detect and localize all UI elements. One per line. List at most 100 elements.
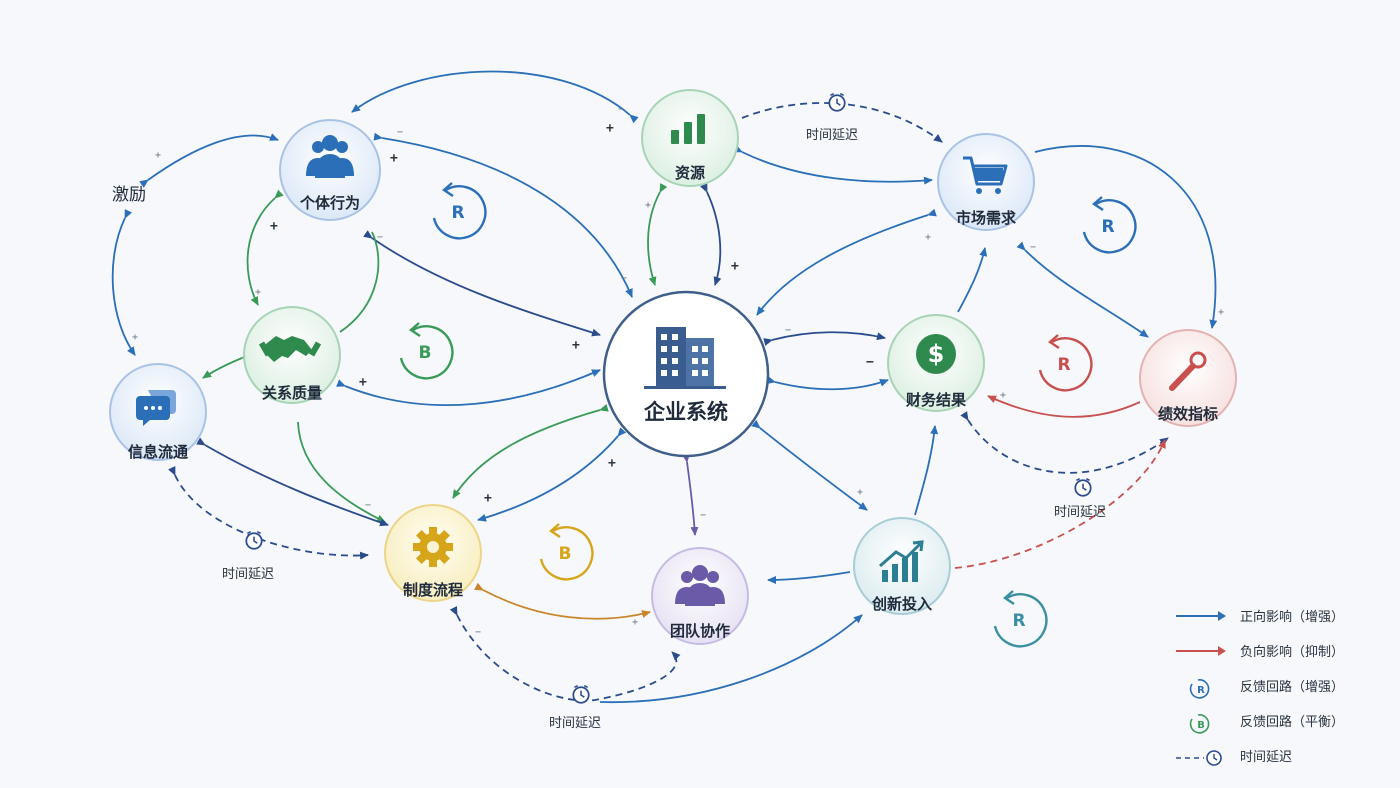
node-center[interactable]: 企业系统 (602, 290, 770, 458)
edge-information-institution-delay (168, 466, 369, 560)
svg-text:+: + (1218, 307, 1224, 318)
dashed-clock-icon (1172, 746, 1232, 766)
svg-text:−: − (700, 510, 706, 521)
edge-individual-center-2 (363, 230, 601, 337)
svg-text:+: + (132, 332, 138, 343)
svg-text:+: + (270, 219, 278, 234)
node-innovation-label: 创新投入 (871, 595, 932, 613)
clock-icon (572, 684, 590, 704)
node-market-demand[interactable]: 市场需求 (937, 133, 1035, 231)
tool-icon (1169, 351, 1207, 391)
svg-text:R: R (1012, 611, 1025, 631)
svg-text:−: − (866, 355, 874, 370)
legend-reinforcing: R 反馈回路（增强） (1172, 668, 1372, 703)
svg-text:−: − (785, 325, 791, 336)
edge-incentive-individual (139, 133, 279, 188)
legend: 正向影响（增强） 负向影响（抑制） R 反馈回路（增强） B 反馈回路（平衡） … (1172, 598, 1372, 773)
node-institution-label: 制度流程 (403, 581, 463, 599)
feedback-loops: R R R R B B (399, 182, 1137, 648)
edge-relation-individual (339, 231, 380, 333)
legend-balancing: B 反馈回路（平衡） (1172, 703, 1372, 738)
dollar-icon: $ (916, 334, 956, 374)
edge-finance-performance-delay (960, 411, 1169, 474)
svg-text:−: − (1030, 242, 1036, 253)
node-financial-results[interactable]: $ 财务结果 (887, 314, 985, 412)
svg-text:$: $ (928, 340, 945, 368)
svg-text:−: − (377, 232, 383, 243)
svg-text:R: R (1101, 217, 1114, 237)
delay-label-bottom: 时间延迟 (549, 716, 601, 731)
node-performance-label: 绩效指标 (1158, 405, 1218, 423)
edge-center-finance-b (766, 376, 889, 391)
node-center-label: 企业系统 (643, 400, 728, 424)
svg-text:B: B (559, 544, 572, 564)
edge-individual-center (373, 132, 633, 298)
svg-text:+: + (608, 456, 616, 471)
node-performance-indicators[interactable]: 绩效指标 (1139, 329, 1237, 427)
edge-institution-team-delay (449, 606, 681, 702)
team-icon (675, 565, 725, 606)
edge-relation-information (202, 351, 251, 379)
balancing-loop-icon: B (399, 322, 454, 380)
edge-center-institution-a (452, 403, 609, 499)
red-arrow-icon (1172, 641, 1232, 661)
edge-relation-institution (297, 421, 386, 523)
reinforcing-loop-icon: R (993, 590, 1048, 648)
node-relation-label: 关系质量 (262, 384, 322, 402)
svg-text:+: + (645, 200, 651, 211)
node-innovation-investment[interactable]: 创新投入 (853, 517, 951, 615)
node-resources[interactable]: 资源 (641, 89, 739, 187)
node-finance-label: 财务结果 (906, 391, 967, 409)
balancing-loop-icon: B (1172, 711, 1232, 734)
node-individual-label: 个体行为 (299, 194, 360, 212)
svg-text:−: − (365, 500, 371, 511)
edge-incentive-information (111, 209, 136, 356)
svg-text:−: − (397, 127, 403, 138)
node-team-label: 团队协作 (670, 622, 730, 640)
svg-text:+: + (572, 338, 580, 353)
growth-chart-icon (879, 540, 924, 582)
reinforcing-loop-icon: R (1038, 334, 1093, 392)
svg-text:+: + (155, 150, 161, 161)
node-information-flow[interactable]: 信息流通 (109, 363, 207, 461)
svg-text:+: + (390, 151, 398, 166)
node-team-collaboration[interactable]: 团队协作 (651, 547, 749, 645)
legend-positive: 正向影响（增强） (1172, 598, 1372, 633)
svg-text:+: + (1000, 390, 1006, 401)
svg-text:+: + (632, 617, 638, 628)
delay-label-top: 时间延迟 (806, 128, 858, 143)
node-relation-quality[interactable]: 关系质量 (243, 306, 341, 404)
svg-text:+: + (925, 232, 931, 243)
blue-arrow-icon (1172, 606, 1232, 626)
gear-icon (413, 527, 453, 567)
edges (111, 70, 1218, 704)
svg-text:+: + (359, 375, 367, 390)
handshake-icon (258, 336, 322, 362)
clock-icon (1074, 477, 1092, 497)
svg-text:−: − (618, 104, 624, 115)
edge-individual-relation (246, 189, 284, 306)
chat-bubbles-icon (136, 390, 176, 426)
node-individual-behavior[interactable]: 个体行为 (279, 119, 381, 221)
node-resources-label: 资源 (675, 164, 705, 182)
svg-text:B: B (1197, 720, 1205, 731)
reinforcing-loop-icon: R (1082, 196, 1137, 254)
edge-center-finance-a (763, 331, 886, 346)
legend-negative: 负向影响（抑制） (1172, 633, 1372, 668)
edge-resources-center-b (700, 183, 722, 286)
svg-text:R: R (451, 203, 464, 223)
svg-text:+: + (857, 487, 863, 498)
people-icon (306, 135, 354, 178)
edge-resources-market (733, 144, 933, 185)
node-institution-process[interactable]: 制度流程 (384, 504, 482, 602)
edge-market-performance (1034, 145, 1218, 329)
edge-innovation-team (767, 571, 851, 584)
cart-icon (963, 156, 1008, 194)
building-icon (644, 327, 726, 389)
legend-delay: 时间延迟 (1172, 738, 1372, 773)
edge-center-innovation (751, 419, 868, 511)
incentive-label: 激励 (112, 185, 146, 205)
edge-performance-market (1016, 241, 1149, 338)
edge-finance-market (957, 247, 988, 313)
